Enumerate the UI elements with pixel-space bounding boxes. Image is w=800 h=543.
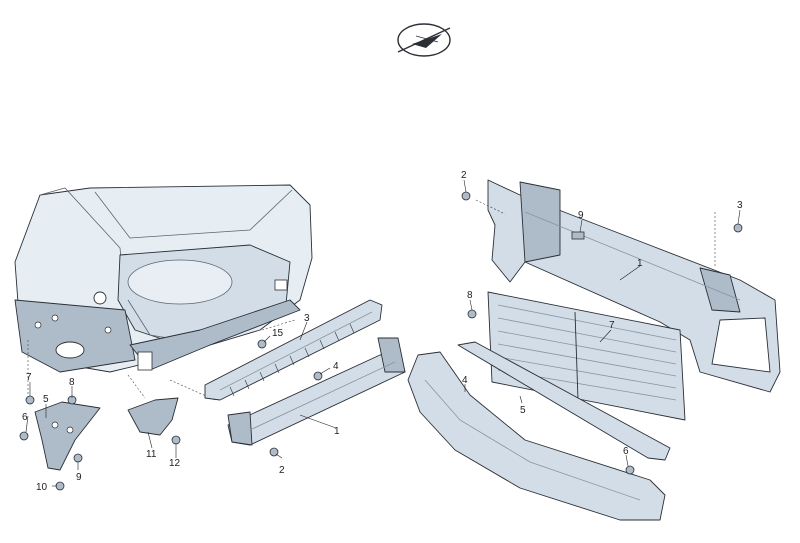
callout-left-5: 5: [43, 394, 49, 405]
fastener-set-right: [461, 191, 743, 475]
callout-left-1: 1: [334, 426, 340, 437]
callout-left-11: 11: [146, 449, 157, 460]
callout-labels: 3 4 1 2 15 7 8 5 6 9 10 11 12 1 2 3 9 8 …: [22, 170, 743, 493]
callout-left-7: 7: [26, 372, 32, 383]
vehicle-rear-body: [14, 184, 313, 373]
air-deflector: [407, 351, 666, 521]
callout-left-4: 4: [333, 361, 339, 372]
callout-left-3: 3: [304, 313, 310, 324]
callout-left-10: 10: [36, 482, 48, 493]
callout-left-15: 15: [272, 328, 284, 339]
alignment-line: [127, 374, 146, 399]
callout-left-9: 9: [76, 472, 82, 483]
callout-right-1: 1: [637, 258, 643, 269]
callout-left-6: 6: [22, 412, 28, 423]
side-bracket: [34, 401, 101, 471]
compass-emblem-icon: [397, 23, 451, 57]
callout-right-5: 5: [520, 405, 526, 416]
callout-left-2: 2: [279, 465, 285, 476]
callout-right-9: 9: [578, 210, 584, 221]
leader-lines: [25, 179, 741, 487]
callout-right-2: 2: [461, 170, 467, 181]
lock-carrier: [487, 179, 781, 393]
callout-right-3: 3: [737, 200, 743, 211]
callout-right-6: 6: [623, 446, 629, 457]
alignment-line: [261, 319, 296, 331]
callout-right-4: 4: [462, 375, 468, 386]
rear-bumper-beam: [227, 337, 406, 446]
callout-left-12: 12: [169, 458, 181, 469]
callout-right-8: 8: [467, 290, 473, 301]
alignment-line: [475, 199, 506, 215]
energy-absorber: [204, 299, 383, 401]
air-guide-strip: [457, 341, 671, 461]
callout-left-8: 8: [69, 377, 75, 388]
guide-bracket: [127, 397, 179, 436]
callout-right-7: 7: [609, 320, 615, 331]
